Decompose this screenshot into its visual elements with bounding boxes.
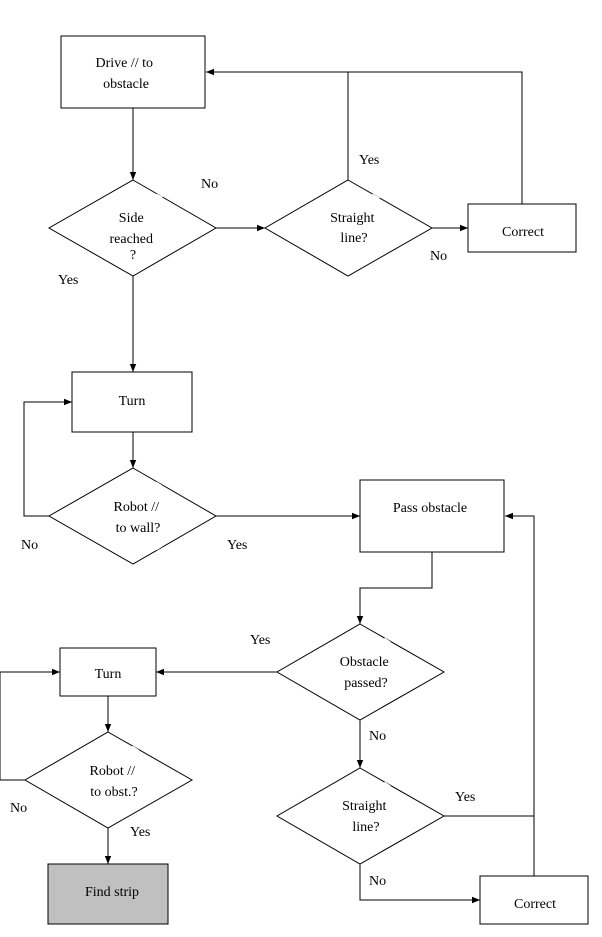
obstacle-passed-no-label: No: [369, 729, 386, 744]
robot-parallel-wall-label: Robot // to wall?: [113, 500, 162, 536]
side-reached-no-label: No: [201, 177, 218, 192]
straight2-no-label: No: [369, 874, 386, 889]
edge-pass-to-passed: [356, 552, 433, 624]
straight-line-diamond-1: [264, 179, 434, 277]
obst-no-label: No: [10, 801, 27, 816]
wall-no-label: No: [21, 538, 38, 553]
pass-obstacle-box: [359, 479, 505, 553]
edge-obst-no-to-turn2: [0, 668, 60, 781]
gap: [383, 781, 391, 789]
correct-label-1: Correct: [502, 225, 544, 240]
edge-correct-to-drive: [348, 71, 523, 204]
correct-box-2: [479, 875, 589, 925]
pass-obstacle-label: Pass obstacle: [393, 501, 467, 516]
turn-box-1: [71, 371, 193, 433]
drive-to-obstacle-label: Drive // to obstacle: [95, 56, 156, 92]
gap: [398, 251, 406, 259]
edge-straight2-yes-to-pass: [444, 512, 535, 817]
gap: [371, 193, 380, 201]
find-strip-box: [47, 863, 169, 925]
edge-straight2-no-to-correct: [359, 864, 480, 904]
gap: [155, 193, 163, 200]
robot-parallel-obst-diamond: [24, 731, 194, 829]
gap: [131, 745, 139, 753]
side-reached-yes-label: Yes: [58, 273, 78, 288]
side-reached-label: Side reached ?: [109, 211, 156, 263]
gap: [383, 637, 391, 645]
process-boxes: [47, 35, 589, 925]
correct-label-2: Correct: [514, 897, 556, 912]
edge-straight-yes-to-drive: [206, 68, 349, 180]
decision-diamonds: [24, 179, 446, 865]
straight1-no-label: No: [430, 249, 447, 264]
robot-parallel-obst-label: Robot // to obst.?: [89, 764, 138, 800]
straight2-yes-label: Yes: [455, 790, 475, 805]
straight-line-diamond-2: [276, 767, 446, 865]
obstacle-passed-yes-label: Yes: [250, 633, 270, 648]
gap: [155, 543, 163, 551]
edge-labels: No Yes Yes No No Yes Yes No No Yes Yes N…: [10, 153, 475, 889]
straight1-yes-label: Yes: [359, 153, 379, 168]
obst-yes-label: Yes: [130, 825, 150, 840]
drive-to-obstacle-box: [60, 35, 206, 109]
wall-yes-label: Yes: [227, 538, 247, 553]
straight-line-label-2: Straight line?: [342, 799, 390, 835]
robot-parallel-wall-diamond: [47, 467, 217, 565]
diamond-edge-gaps: [131, 193, 406, 789]
connectors: [0, 68, 535, 904]
obstacle-passed-label: Obstacle passed?: [340, 655, 392, 691]
turn-label-2: Turn: [95, 667, 122, 682]
gap: [155, 481, 163, 489]
side-reached-diamond: [47, 179, 217, 277]
correct-box-1: [467, 203, 577, 253]
edge-wall-no-to-turn: [23, 398, 72, 517]
turn-label-1: Turn: [119, 394, 146, 409]
find-strip-label: Find strip: [85, 885, 139, 900]
obstacle-passed-diamond: [276, 623, 446, 721]
node-labels: Drive // to obstacle Side reached ? Stra…: [85, 56, 556, 912]
turn-box-2: [59, 647, 157, 697]
straight-line-label-1: Straight line?: [330, 211, 378, 246]
